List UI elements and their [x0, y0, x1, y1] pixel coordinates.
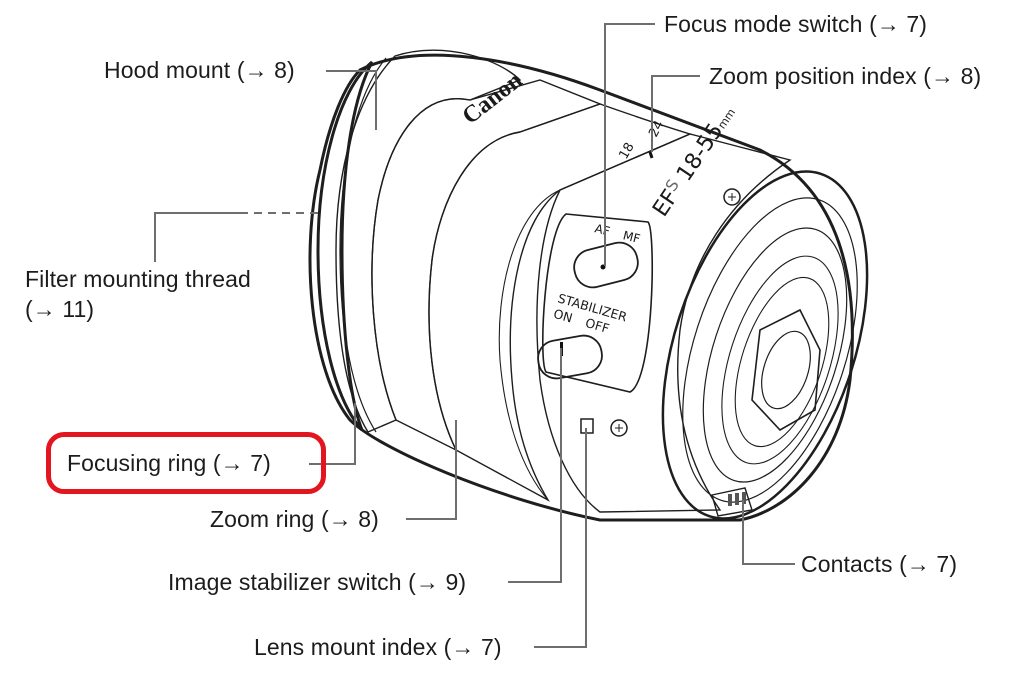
- zoom-scale-18: 18: [616, 140, 637, 162]
- page-ref: (→ 8): [320, 506, 379, 532]
- label-hood-mount: Hood mount (→ 8): [104, 56, 295, 84]
- page-ref: (→ 7): [869, 11, 928, 37]
- focusing-ring-highlight: [46, 432, 326, 494]
- page-ref: (→ 9): [408, 569, 467, 595]
- mount-screw: [610, 419, 628, 437]
- page-ref: (→ 7): [212, 450, 271, 476]
- label-text: Contacts: [801, 551, 893, 577]
- label-filter-mounting-thread: Filter mounting thread (→ 11): [25, 264, 251, 324]
- stabilizer-switch-slider: [537, 334, 603, 380]
- lens-illustration: [308, 49, 869, 522]
- label-text: Focus mode switch: [664, 11, 863, 37]
- mount-screw: [723, 188, 741, 206]
- label-lens-mount-index: Lens mount index (→ 7): [254, 633, 502, 661]
- label-text: Image stabilizer switch: [168, 569, 402, 595]
- page-ref: (→ 7): [443, 634, 502, 660]
- label-text: Hood mount: [104, 57, 231, 83]
- label-text: Filter mounting thread: [25, 266, 251, 292]
- label-zoom-position-index: Zoom position index (→ 8): [709, 62, 981, 90]
- page-ref: (→ 8): [923, 63, 982, 89]
- label-text: Zoom position index: [709, 63, 917, 89]
- page-ref: (→ 11): [25, 296, 95, 322]
- brand-logo: Canon: [458, 67, 528, 129]
- label-focus-mode-switch: Focus mode switch (→ 7): [664, 10, 927, 38]
- label-text: Lens mount index: [254, 634, 438, 660]
- page-ref: (→ 8): [236, 57, 295, 83]
- label-focusing-ring: Focusing ring (→ 7): [67, 449, 271, 477]
- zoom-position-index-mark: [648, 151, 654, 159]
- label-text: Zoom ring: [210, 506, 315, 532]
- page-ref: (→ 7): [899, 551, 958, 577]
- label-zoom-ring: Zoom ring (→ 8): [210, 505, 379, 533]
- label-contacts: Contacts (→ 7): [801, 550, 957, 578]
- electrical-contacts: [711, 487, 753, 517]
- focus-mode-switch-slider: [573, 241, 639, 289]
- label-image-stabilizer-switch: Image stabilizer switch (→ 9): [168, 568, 466, 596]
- label-text: Focusing ring: [67, 450, 207, 476]
